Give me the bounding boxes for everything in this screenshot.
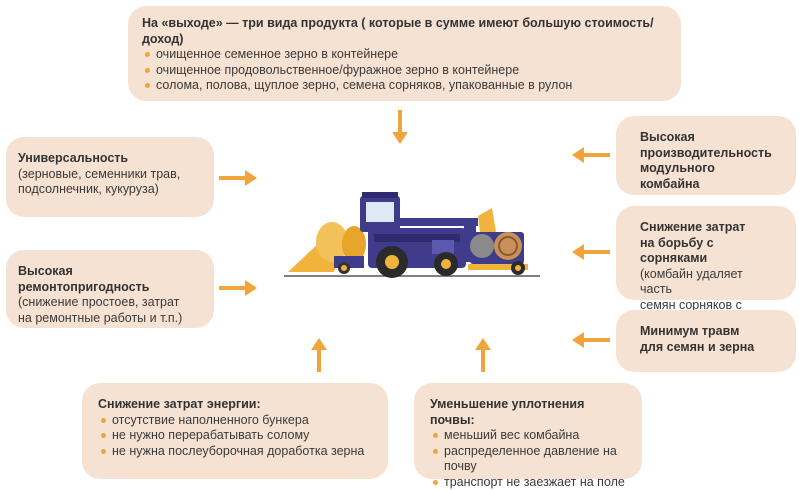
output-products-box: На «выходе» — три вида продукта ( которы… — [128, 6, 681, 101]
list-item: очищенное продовольственное/фуражное зер… — [142, 63, 667, 79]
arrow-icon — [570, 147, 610, 163]
weed-control-title-line: на борьбу с сорняками — [640, 236, 772, 267]
arrow-icon — [570, 244, 610, 260]
combine-harvester-icon — [282, 188, 544, 284]
arrow-icon — [219, 280, 259, 296]
energy-savings-box: Снижение затрат энергии: отсутствие напо… — [82, 383, 388, 479]
maintainability-title: Высокая ремонтопригодность — [18, 264, 202, 295]
arrow-icon — [392, 110, 408, 146]
versatility-text-line: (зерновые, семенники трав, — [18, 167, 202, 183]
minimal-damage-title-line: для семян и зерна — [640, 340, 772, 356]
arrow-icon — [570, 332, 610, 348]
arrow-icon — [311, 336, 327, 372]
minimal-damage-title-line: Минимум травм — [640, 324, 772, 340]
weed-control-title-line: Снижение затрат — [640, 220, 772, 236]
soil-compaction-box: Уменьшение уплотнения почвы: меньший вес… — [414, 383, 642, 479]
energy-savings-list: отсутствие наполненного бункера не нужно… — [98, 413, 372, 460]
versatility-text-line: подсолнечник, кукуруза) — [18, 182, 202, 198]
list-item: очищенное семенное зерно в контейнере — [142, 47, 667, 63]
weed-control-box: Снижение затрат на борьбу с сорняками (к… — [616, 206, 796, 300]
arrow-icon — [219, 170, 259, 186]
versatility-box: Универсальность (зерновые, семенники тра… — [6, 137, 214, 217]
list-item: меньший вес комбайна — [430, 428, 626, 444]
productivity-title-line: производительность — [640, 146, 772, 162]
energy-savings-title: Снижение затрат энергии: — [98, 397, 372, 413]
productivity-title-line: модульного комбайна — [640, 161, 772, 192]
minimal-damage-box: Минимум травм для семян и зерна — [616, 310, 796, 372]
soil-compaction-list: меньший вес комбайна распределенное давл… — [430, 428, 626, 490]
weed-control-text-line: (комбайн удаляет часть — [640, 267, 772, 298]
output-products-list: очищенное семенное зерно в контейнере оч… — [142, 47, 667, 94]
productivity-title-line: Высокая — [640, 130, 772, 146]
list-item: солома, полова, щуплое зерно, семена сор… — [142, 78, 667, 94]
list-item: не нужно перерабатывать солому — [98, 428, 372, 444]
output-products-title: На «выходе» — три вида продукта ( которы… — [142, 16, 667, 47]
productivity-box: Высокая производительность модульного ко… — [616, 116, 796, 195]
list-item: не нужна послеуборочная доработка зерна — [98, 444, 372, 460]
versatility-title: Универсальность — [18, 151, 202, 167]
soil-compaction-title: Уменьшение уплотнения почвы: — [430, 397, 626, 428]
maintainability-box: Высокая ремонтопригодность (снижение про… — [6, 250, 214, 328]
list-item: отсутствие наполненного бункера — [98, 413, 372, 429]
arrow-icon — [475, 336, 491, 372]
maintainability-text-line: (снижение простоев, затрат — [18, 295, 202, 311]
list-item: распределенное давление на почву — [430, 444, 626, 475]
maintainability-text-line: на ремонтные работы и т.п.) — [18, 311, 202, 327]
